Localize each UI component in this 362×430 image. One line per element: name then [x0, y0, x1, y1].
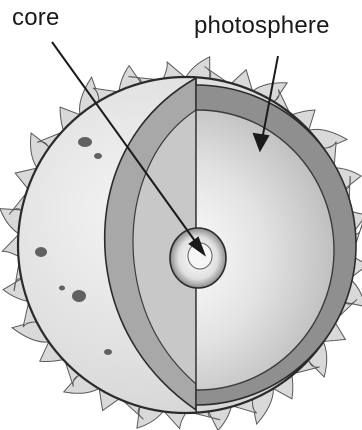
- sunspot: [78, 137, 92, 147]
- sunspot: [35, 247, 47, 257]
- sunspot: [94, 153, 102, 159]
- sunspot: [59, 286, 65, 291]
- photosphere-label: photosphere: [194, 12, 330, 40]
- core-label: core: [12, 4, 60, 32]
- sunspot: [72, 290, 86, 302]
- sunspot: [104, 349, 112, 355]
